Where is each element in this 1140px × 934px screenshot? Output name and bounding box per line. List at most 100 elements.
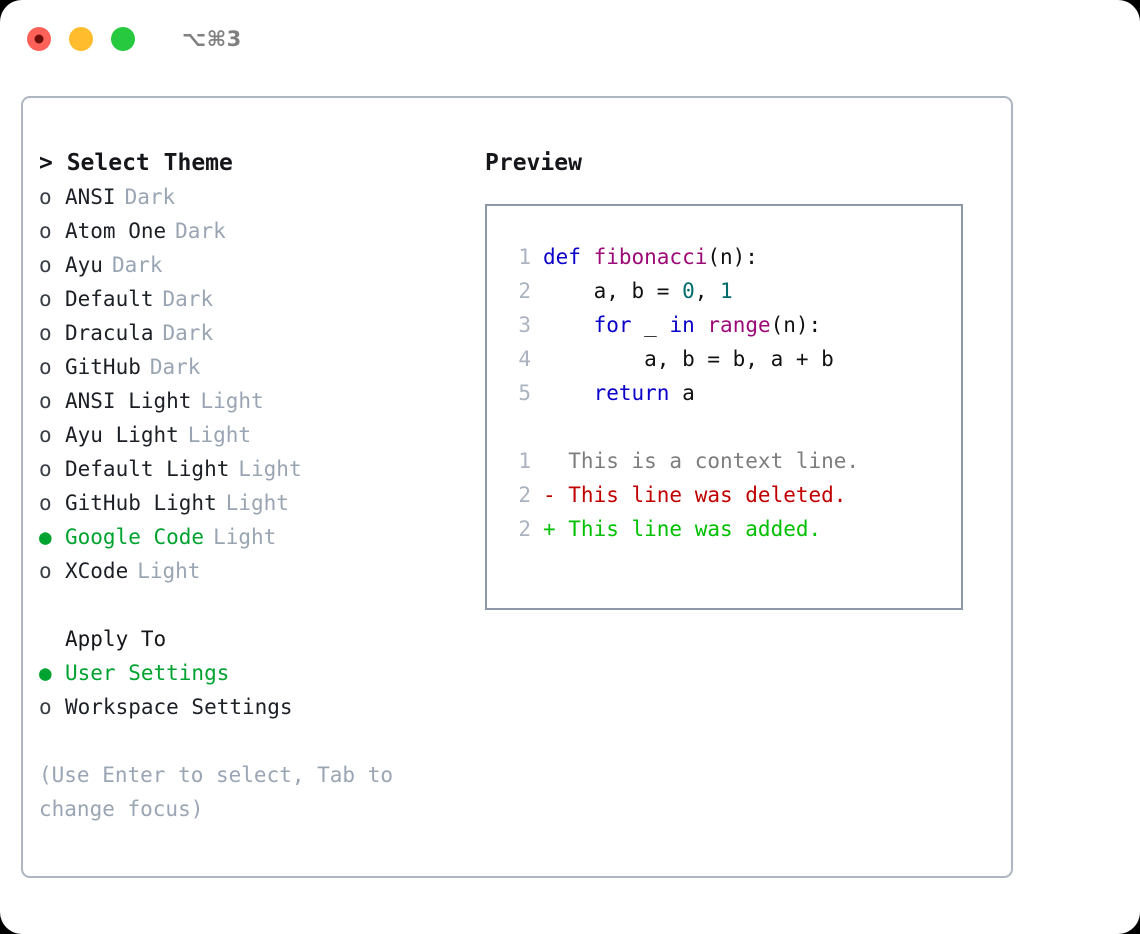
theme-option-ansi-light[interactable]: o ANSI Light Light: [39, 384, 485, 418]
code-line-text: def fibonacci(n):: [543, 240, 758, 274]
code-token-pl: a, b =: [543, 279, 683, 303]
diff-sample: 1 This is a context line. 2 - This line wa…: [501, 444, 961, 546]
radio-unselected-icon: o: [39, 321, 52, 345]
line-number: 2: [518, 279, 531, 303]
diff-line-text: This is a context line.: [543, 449, 860, 473]
theme-option-ayu-light[interactable]: o Ayu Light Light: [39, 418, 485, 452]
maximize-window-button[interactable]: [111, 27, 135, 51]
line-number: 5: [518, 381, 531, 405]
diff-line-del: 2 - This line was deleted.: [501, 478, 961, 512]
theme-variant-badge: Light: [187, 423, 252, 447]
radio-unselected-icon: o: [39, 219, 52, 243]
close-window-button[interactable]: [27, 27, 51, 51]
keyboard-hint-text: (Use Enter to select, Tab to change focu…: [39, 763, 406, 821]
theme-variant-badge: Dark: [149, 355, 201, 379]
line-number: 2: [518, 517, 531, 541]
theme-option-ansi[interactable]: o ANSI Dark: [39, 180, 485, 214]
theme-option-label: GitHub: [65, 355, 141, 379]
code-token-kw: in: [669, 313, 695, 337]
theme-option-dracula[interactable]: o Dracula Dark: [39, 316, 485, 350]
theme-variant-badge: Light: [200, 389, 264, 413]
code-token-kw: return: [593, 381, 670, 405]
theme-option-label: Default: [65, 287, 154, 311]
theme-option-default-light[interactable]: o Default Light Light: [39, 452, 485, 486]
diff-line-text: + This line was added.: [543, 517, 822, 541]
radio-unselected-icon: o: [39, 457, 52, 481]
theme-variant-badge: Light: [137, 559, 201, 583]
theme-option-label: Default Light: [65, 457, 230, 481]
radio-selected-icon: ●: [39, 525, 52, 549]
theme-variant-badge: Light: [213, 525, 277, 549]
code-line-text: for _ in range(n):: [543, 308, 822, 342]
line-number: 1: [518, 449, 531, 473]
theme-option-label: ANSI Light: [65, 389, 192, 413]
theme-option-label: ANSI: [65, 185, 116, 209]
theme-variant-badge: Dark: [175, 219, 226, 243]
radio-unselected-icon: o: [39, 389, 52, 413]
theme-variant-badge: Dark: [162, 321, 214, 345]
traffic-light-buttons: [27, 27, 135, 51]
minimize-window-button[interactable]: [69, 27, 93, 51]
code-line: 1 def fibonacci(n):: [501, 240, 961, 274]
line-number: 4: [518, 347, 531, 371]
radio-unselected-icon: o: [39, 423, 52, 447]
code-token-pl: [543, 381, 594, 405]
code-token-kw: for: [593, 313, 632, 337]
theme-option-label: Dracula: [65, 321, 154, 345]
preview-heading: Preview: [485, 150, 582, 176]
code-line-text: return a: [543, 376, 695, 410]
theme-option-label: Google Code: [65, 525, 205, 549]
code-token-pl: [543, 313, 594, 337]
apply-to-heading: Apply To: [65, 627, 167, 651]
theme-variant-badge: Dark: [111, 253, 163, 277]
apply-option-user-settings[interactable]: ● User Settings: [39, 656, 485, 690]
radio-unselected-icon: o: [39, 491, 52, 515]
line-number: 3: [518, 313, 531, 337]
apply-option-label: Workspace Settings: [65, 695, 293, 719]
title-bar: ⌥⌘3: [0, 0, 1140, 78]
code-token-kw: def: [543, 245, 594, 269]
theme-variant-badge: Dark: [124, 185, 176, 209]
theme-option-google-code[interactable]: ● Google Code Light: [39, 520, 485, 554]
select-theme-heading: > Select Theme: [39, 150, 233, 176]
code-token-fn: fibonacci: [593, 245, 708, 269]
code-diff-spacer: [501, 410, 961, 444]
line-number: 2: [518, 483, 531, 507]
radio-unselected-icon: o: [39, 287, 52, 311]
apply-option-label: User Settings: [65, 661, 230, 685]
radio-unselected-icon: o: [39, 559, 52, 583]
theme-option-label: Ayu Light: [65, 423, 179, 447]
keyboard-shortcut-label: ⌥⌘3: [182, 27, 242, 51]
code-line: 3 for _ in range(n):: [501, 308, 961, 342]
radio-selected-icon: ●: [39, 661, 52, 685]
code-token-pl: a: [669, 381, 695, 405]
theme-option-label: Ayu: [65, 253, 103, 277]
diff-line-text: - This line was deleted.: [543, 483, 847, 507]
code-line: 5 return a: [501, 376, 961, 410]
code-token-pl: ,: [694, 279, 721, 303]
theme-option-xcode[interactable]: o XCode Light: [39, 554, 485, 588]
diff-line-add: 2 + This line was added.: [501, 512, 961, 546]
code-token-pl: (n):: [770, 313, 822, 337]
code-token-pl: _: [631, 313, 670, 337]
theme-variant-badge: Light: [238, 457, 302, 481]
radio-unselected-icon: o: [39, 185, 52, 209]
line-number: 1: [518, 245, 531, 269]
theme-variant-badge: Light: [225, 491, 289, 515]
theme-option-label: XCode: [65, 559, 129, 583]
code-line-text: a, b = 0, 1: [543, 274, 733, 308]
code-line-text: a, b = b, a + b: [543, 342, 834, 376]
